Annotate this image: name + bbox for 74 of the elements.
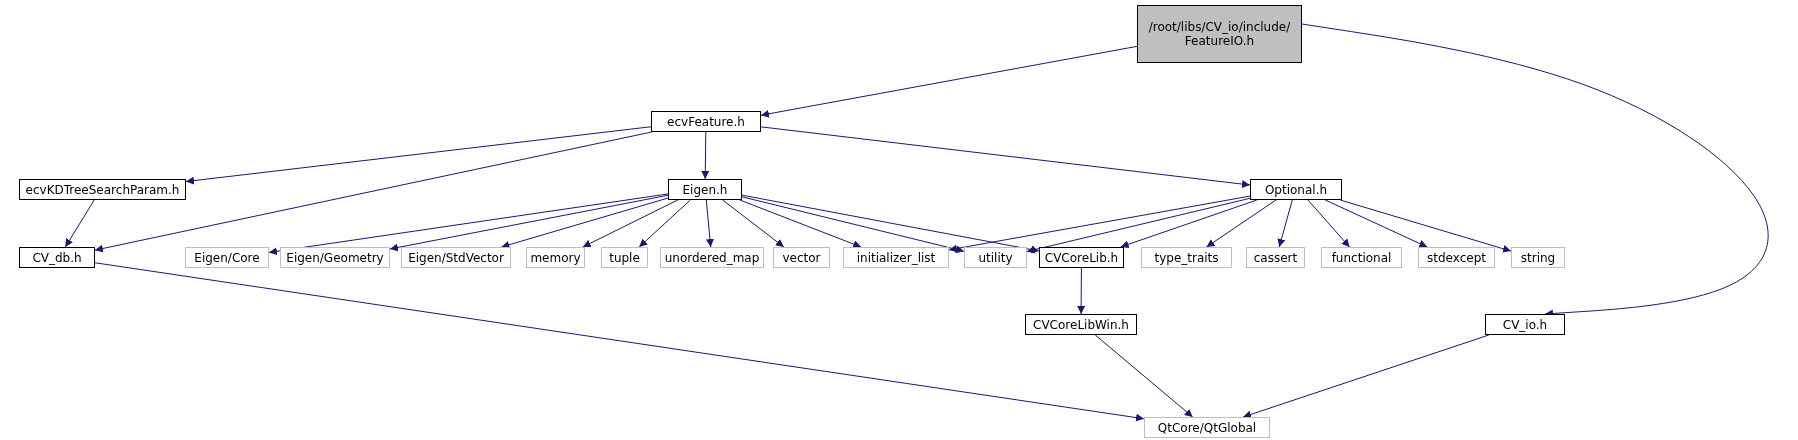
arrow [760, 45, 1138, 118]
arrow [701, 131, 710, 180]
arrow [389, 194, 669, 252]
arrow [948, 195, 1251, 253]
file-box [1418, 247, 1495, 268]
file-box [668, 179, 742, 200]
file-name: Eigen/Geometry [286, 250, 384, 265]
file-name: unordered_map [664, 250, 760, 265]
file-name: Eigen/StdVector [408, 250, 504, 265]
arrow [722, 199, 785, 248]
file-box [185, 247, 269, 268]
arrow [705, 199, 714, 248]
file-name: CVCoreLibWin.h [1033, 317, 1129, 332]
file-name: Optional.h [1264, 182, 1328, 197]
file-box [1025, 314, 1137, 335]
file-box [401, 247, 511, 268]
file-box [773, 247, 830, 268]
arrow [1026, 197, 1251, 254]
file-name: QtCore/QtGlobal [1157, 420, 1257, 435]
arrow [185, 126, 652, 185]
file-box [601, 247, 648, 268]
file-name: type_traits [1154, 250, 1219, 265]
file-name: initializer_list [856, 250, 936, 265]
arrow [1094, 334, 1194, 418]
file-box [1250, 179, 1342, 200]
file-name: CV_io.h [1502, 317, 1548, 332]
file-name: Eigen.h [682, 182, 728, 197]
arrow [739, 199, 862, 248]
file-box [1144, 417, 1270, 438]
arrow [582, 199, 679, 248]
arrow [1307, 199, 1351, 248]
file-name: ecvKDTreeSearchParam.h [25, 182, 180, 197]
file-box [1511, 247, 1565, 268]
arrow [1277, 199, 1293, 248]
file-box [1039, 247, 1124, 268]
arrow [268, 193, 669, 256]
arrow [1206, 199, 1277, 248]
file-box [1141, 247, 1232, 268]
file-name: memory [530, 250, 581, 265]
file-box [651, 111, 761, 132]
file-box [280, 247, 390, 268]
arrow [760, 126, 1251, 189]
file-name: Eigen/Core [194, 250, 260, 265]
file-name: vector [782, 250, 821, 265]
arrow [64, 199, 95, 248]
file-box [1321, 247, 1402, 268]
arrow [638, 199, 691, 248]
file-box [19, 247, 95, 268]
file-name: cassert [1253, 250, 1298, 265]
file-box [843, 247, 949, 268]
arrow [1324, 199, 1428, 248]
file-name: CVCoreLib.h [1044, 250, 1119, 265]
arrow [500, 197, 669, 249]
arrow [741, 194, 1040, 254]
arrow [1339, 199, 1512, 253]
file-name: CV_db.h [32, 250, 82, 265]
file-box [964, 247, 1027, 268]
file-box [1246, 247, 1305, 268]
file-name: tuple [609, 250, 640, 265]
arrow [1120, 199, 1258, 249]
arrow [94, 262, 1145, 422]
arrow [1077, 267, 1086, 315]
file-name: string [1520, 250, 1556, 265]
file-name: ecvFeature.h [667, 114, 745, 129]
file-box [1137, 5, 1302, 63]
file-name: /root/libs/CV_io/include/FeatureIO.h [1147, 20, 1292, 48]
file-name: utility [978, 250, 1013, 265]
file-box [19, 179, 186, 200]
arrow [94, 131, 653, 253]
file-name: functional [1331, 250, 1392, 265]
file-name: stdexcept [1427, 250, 1486, 265]
file-box [1485, 314, 1565, 335]
arrow [741, 196, 965, 254]
arrow [1242, 334, 1490, 419]
